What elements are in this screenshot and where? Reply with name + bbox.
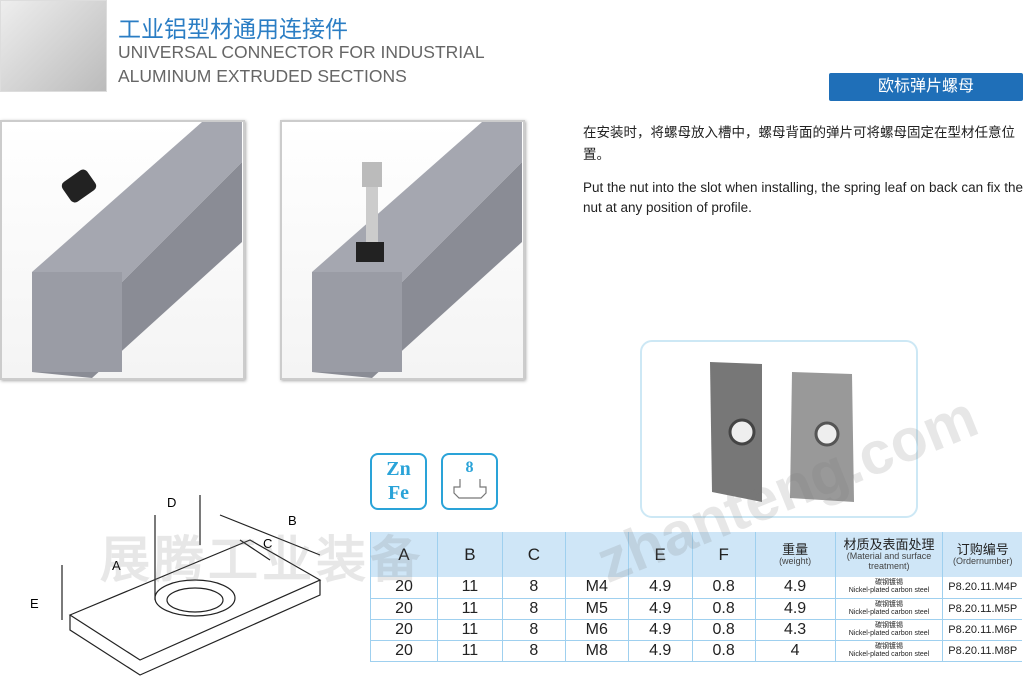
label-a: A (112, 558, 121, 573)
material-cn: 碳钢镀锡 (875, 642, 903, 650)
cell-e: 4.9 (627, 598, 693, 620)
column-header: B (436, 532, 503, 577)
cell-d: M5 (564, 598, 629, 620)
column-header (564, 532, 629, 577)
cell-a: 20 (370, 640, 438, 662)
material-cn: 碳钢镀锡 (875, 600, 903, 608)
header-main: 材质及表面处理 (843, 537, 935, 552)
cell-f: 0.8 (691, 619, 756, 641)
cell-a: 20 (370, 619, 438, 641)
column-header: A (370, 532, 438, 577)
header-sub: (Ordernumber) (952, 556, 1013, 566)
cell-e: 4.9 (627, 577, 693, 599)
cell-order-number: P8.20.11.M6P (942, 619, 1022, 641)
material-en: Nickel-plated carbon steel (848, 608, 930, 616)
cell-weight: 4.9 (754, 598, 836, 620)
product-tag: 欧标弹片螺母 (829, 73, 1023, 101)
cell-order-number: P8.20.11.M5P (942, 598, 1022, 620)
cell-a: 20 (370, 598, 438, 620)
material-fe: Fe (387, 482, 410, 504)
material-zn: Zn (386, 458, 411, 480)
profile-thumbnail (0, 0, 107, 92)
column-header: C (501, 532, 566, 577)
slot-size-icon: 8 (441, 453, 498, 510)
label-b: B (288, 513, 297, 528)
cell-order-number: P8.20.11.M8P (942, 640, 1022, 662)
cell-a: 20 (370, 577, 438, 599)
material-en: Nickel-plated carbon steel (848, 587, 930, 595)
nut-photo-frame (640, 340, 918, 518)
material-en: Nickel-plated carbon steel (848, 629, 930, 637)
cell-d: M4 (564, 577, 629, 599)
t-slot-icon (452, 479, 487, 499)
cell-d: M8 (564, 640, 629, 662)
cell-d: M6 (564, 619, 629, 641)
subtitle-line-2: ALUMINUM EXTRUDED SECTIONS (118, 66, 407, 86)
profile-photo-nut (0, 120, 245, 380)
cell-weight: 4.3 (754, 619, 836, 641)
cell-e: 4.9 (627, 640, 693, 662)
dimension-diagram: D B C A E (20, 480, 360, 685)
material-cn: 碳钢镀锡 (875, 579, 903, 587)
cell-weight: 4.9 (754, 577, 836, 599)
cell-b: 11 (436, 577, 503, 599)
label-c: C (263, 536, 272, 551)
profile-photo-bolt (280, 120, 525, 380)
material-cn: 碳钢镀锡 (875, 621, 903, 629)
description-en: Put the nut into the slot when installin… (583, 180, 1023, 215)
cell-f: 0.8 (691, 598, 756, 620)
cell-weight: 4 (754, 640, 836, 662)
label-e: E (30, 596, 39, 611)
cell-e: 4.9 (627, 619, 693, 641)
column-header: 材质及表面处理(Material and surface treatment) (834, 532, 943, 577)
description-cn: 在安装时，将螺母放入槽中，螺母背面的弹片可将螺母固定在型材任意位置。 (583, 125, 1015, 162)
label-d: D (167, 495, 176, 510)
cell-f: 0.8 (691, 577, 756, 599)
page-title: 工业铝型材通用连接件 (118, 16, 348, 42)
slot-size-value: 8 (465, 459, 474, 476)
column-header: 重量(weight) (754, 532, 836, 577)
header-main: 订购编号 (956, 542, 1009, 557)
cell-b: 11 (436, 619, 503, 641)
cell-c: 8 (501, 640, 566, 662)
cell-b: 11 (436, 640, 503, 662)
column-header: F (691, 532, 756, 577)
cell-c: 8 (501, 577, 566, 599)
header-sub: (Material and surface treatment) (846, 551, 932, 571)
header-main: 重量 (782, 542, 809, 557)
cell-c: 8 (501, 619, 566, 641)
subtitle-line-1: UNIVERSAL CONNECTOR FOR INDUSTRIAL (118, 42, 485, 62)
cell-order-number: P8.20.11.M4P (942, 577, 1022, 599)
header-sub: (weight) (779, 556, 812, 566)
cell-c: 8 (501, 598, 566, 620)
page-subtitle: UNIVERSAL CONNECTOR FOR INDUSTRIAL ALUMIN… (118, 40, 485, 88)
cell-b: 11 (436, 598, 503, 620)
material-en: Nickel-plated carbon steel (848, 650, 930, 658)
column-header: E (627, 532, 693, 577)
column-header: 订购编号(Ordernumber) (942, 532, 1022, 577)
cell-f: 0.8 (691, 640, 756, 662)
